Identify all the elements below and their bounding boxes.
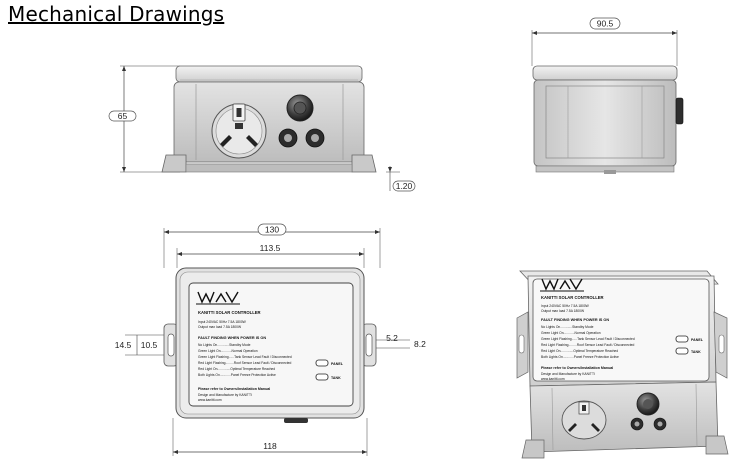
kanitti-logo-mark <box>196 291 240 305</box>
iso-label-fault-row: Red Light Flashing.........Roof Sensor L… <box>541 343 634 347</box>
dim-slot-outer: 14.5 <box>115 340 132 350</box>
label-fault-row: Red Light Flashing.........Roof Sensor L… <box>198 361 291 365</box>
dim-slot-inner: 10.5 <box>141 340 158 350</box>
iso-panel-led-label: PANEL <box>691 338 704 342</box>
label-refer: Please refer to Owners/Installation Manu… <box>198 387 270 391</box>
panel-led <box>315 359 329 367</box>
label-design: Design and Manufacture by KANITTI <box>198 393 252 397</box>
iso-label-title: KANITTI SOLAR CONTROLLER <box>541 295 604 300</box>
label-web: www.kanitti.com <box>198 398 222 402</box>
dim-top-overall: 130 <box>265 225 279 235</box>
dim-side-width: 90.5 <box>597 19 614 29</box>
iso-label-fault-row: Green Light Flashing......Tank Sensor Le… <box>541 337 635 341</box>
tank-led-label: TANK <box>331 376 341 380</box>
label-fault-row: Red Light On..............Optimal Temper… <box>198 367 275 371</box>
iso-label-refer: Please refer to Owners/Installation Manu… <box>541 366 613 370</box>
iso-label-design: Design and Manufacture by KANITTI <box>541 372 595 376</box>
dim-side-foot: 1.20 <box>396 181 413 191</box>
dim-top-body: 113.5 <box>260 243 281 253</box>
label-input: Input 240VAC 50Hz 7.5A 1800W <box>198 320 247 324</box>
tank-led <box>315 373 329 381</box>
iso-panel-led <box>675 335 689 343</box>
iso-label-fault-row: Red Light On..............Optimal Temper… <box>541 349 618 353</box>
isometric-view: KANITTI SOLAR CONTROLLER Input 240VAC 50… <box>516 270 729 459</box>
side-view: 90.5 1.20 <box>386 17 684 192</box>
front-view: 65 <box>108 65 377 173</box>
label-title: KANITTI SOLAR CONTROLLER <box>198 310 261 315</box>
top-view: 130 113.5 118 14.5 10.5 5.2 <box>115 223 426 456</box>
label-fault-row: No Lights On.............Standby Mode <box>198 343 251 347</box>
label-fault-row: Green Light On............Normal Operati… <box>198 349 258 353</box>
iso-label-fault-row: Green Light On............Normal Operati… <box>541 331 601 335</box>
iso-label-fault-row: No Lights On.............Standby Mode <box>541 325 594 329</box>
label-fault-row: Green Light Flashing......Tank Sensor Le… <box>198 355 292 359</box>
label-fault-row: Both Lights On............Panel Freeze P… <box>198 373 276 377</box>
label-section-title: FAULT FINDING WHEN POWER IS ON <box>198 336 266 340</box>
iso-label-output: Output max load 7.5A 1800W <box>541 309 585 313</box>
iso-label-fault-row: Both Lights On............Panel Freeze P… <box>541 355 619 359</box>
iso-tank-led-label: TANK <box>691 350 701 354</box>
dim-top-base: 118 <box>263 441 277 451</box>
page-heading: Mechanical Drawings <box>8 2 225 26</box>
iso-tank-led <box>675 347 689 355</box>
iso-label-section-title: FAULT FINDING WHEN POWER IS ON <box>541 318 609 322</box>
dim-front-height: 65 <box>118 111 128 121</box>
label-output: Output max load 7.5A 1800W <box>198 325 242 329</box>
iso-label-input: Input 240VAC 50Hz 7.5A 1800W <box>541 304 590 308</box>
panel-led-label: PANEL <box>331 362 344 366</box>
dim-hole-large: 8.2 <box>414 339 426 349</box>
dim-hole-small: 5.2 <box>386 333 398 343</box>
kanitti-logo-mark <box>540 278 584 292</box>
iso-label-web: www.kanitti.com <box>541 377 565 381</box>
